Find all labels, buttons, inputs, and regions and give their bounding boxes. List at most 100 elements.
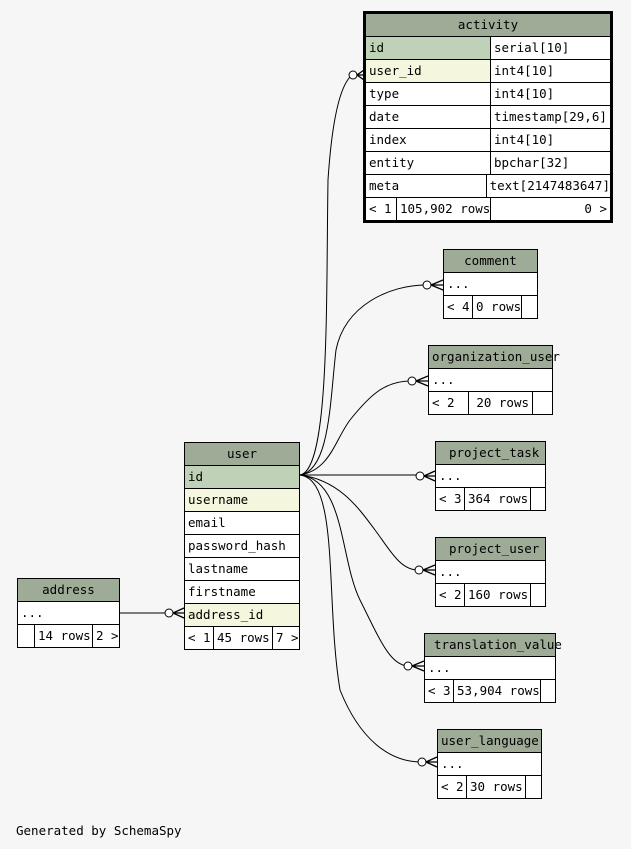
column-name: email	[188, 515, 226, 530]
column-row[interactable]: meta text[2147483647]	[366, 175, 610, 198]
edge-user-comment	[299, 284, 427, 476]
parents-link[interactable]: < 1	[369, 201, 392, 216]
table-header[interactable]: project_user	[436, 538, 545, 561]
row-count: 364 rows	[464, 488, 530, 510]
edge-end-circle	[422, 280, 432, 290]
crowfoot-icon	[356, 69, 365, 81]
children-link[interactable]	[540, 680, 555, 702]
table-footer: < 2 160 rows	[436, 584, 545, 606]
table-header[interactable]: comment	[444, 250, 537, 273]
table-header[interactable]: user_language	[438, 730, 541, 753]
column-type: int4[10]	[490, 129, 610, 151]
edge-user-activity	[299, 74, 353, 476]
children-link[interactable]	[521, 296, 537, 318]
column-name: id	[188, 469, 204, 484]
edge-user-user-language	[299, 474, 422, 763]
column-name: lastname	[188, 561, 249, 576]
columns-ellipsis: ...	[425, 657, 555, 680]
crowfoot-icon	[411, 660, 425, 672]
ellipsis-text: ...	[21, 605, 44, 620]
table-footer: < 1 45 rows 7 >	[185, 627, 299, 649]
table-project-task[interactable]: project_task ... < 3 364 rows	[435, 441, 546, 511]
column-name: meta	[369, 178, 400, 193]
parents-link[interactable]: < 2	[439, 587, 462, 602]
table-header[interactable]: translation_value	[425, 634, 562, 657]
ellipsis-text: ...	[439, 564, 462, 579]
table-header[interactable]: activity	[366, 14, 610, 37]
column-row[interactable]: date timestamp[29,6]	[366, 106, 610, 129]
edge-end-circle	[407, 376, 417, 386]
table-header[interactable]: address	[18, 579, 119, 602]
children-link[interactable]	[525, 776, 541, 798]
children-link[interactable]	[530, 488, 545, 510]
crowfoot-icon	[422, 564, 436, 576]
column-name: password_hash	[188, 538, 286, 553]
crowfoot-icon	[172, 607, 185, 619]
column-row[interactable]: address_id	[185, 604, 299, 627]
column-row[interactable]: entity bpchar[32]	[366, 152, 610, 175]
column-row[interactable]: lastname	[185, 558, 299, 581]
edge-end-circle	[415, 471, 425, 481]
crowfoot-icon	[423, 470, 436, 482]
edge-user-organization-user	[299, 380, 412, 476]
ellipsis-text: ...	[432, 372, 455, 387]
parents-link[interactable]: < 3	[428, 683, 451, 698]
row-count: 0 rows	[472, 296, 521, 318]
table-user[interactable]: user id username email password_hash las…	[184, 442, 300, 650]
table-user-language[interactable]: user_language ... < 2 30 rows	[437, 729, 542, 799]
table-comment[interactable]: comment ... < 4 0 rows	[443, 249, 538, 319]
column-row[interactable]: type int4[10]	[366, 83, 610, 106]
table-header[interactable]: user	[185, 443, 299, 466]
ellipsis-text: ...	[447, 276, 470, 291]
columns-ellipsis: ...	[18, 602, 119, 625]
crowfoot-icon	[415, 375, 429, 387]
column-row[interactable]: id	[185, 466, 299, 489]
ellipsis-text: ...	[441, 756, 464, 771]
table-footer: < 4 0 rows	[444, 296, 537, 318]
generated-by-label: Generated by SchemaSpy	[16, 823, 182, 838]
ellipsis-text: ...	[428, 660, 451, 675]
parents-link[interactable]	[18, 625, 34, 647]
table-header[interactable]: project_task	[436, 442, 545, 465]
parents-link[interactable]: < 2	[441, 779, 464, 794]
table-organization-user[interactable]: organization_user ... < 2 20 rows	[428, 345, 560, 415]
column-row[interactable]: password_hash	[185, 535, 299, 558]
children-link[interactable]: 0 >	[490, 198, 610, 220]
column-row[interactable]: user_id int4[10]	[366, 60, 610, 83]
columns-ellipsis: ...	[436, 465, 545, 488]
table-project-user[interactable]: project_user ... < 2 160 rows	[435, 537, 546, 607]
column-name: type	[369, 86, 400, 101]
table-footer: < 1 105,902 rows 0 >	[366, 198, 610, 220]
column-type: text[2147483647]	[485, 175, 610, 197]
table-activity[interactable]: activity id serial[10] user_id int4[10] …	[363, 11, 613, 223]
table-translation-value[interactable]: translation_value ... < 3 53,904 rows	[424, 633, 562, 703]
children-link[interactable]: 2 >	[92, 625, 119, 647]
children-link[interactable]: 7 >	[272, 627, 299, 649]
table-footer: < 3 364 rows	[436, 488, 545, 510]
columns-ellipsis: ...	[429, 369, 552, 392]
column-row[interactable]: username	[185, 489, 299, 512]
column-name: index	[369, 132, 407, 147]
table-address[interactable]: address ... 14 rows 2 >	[17, 578, 120, 648]
children-link[interactable]	[532, 392, 552, 414]
row-count: 53,904 rows	[453, 680, 540, 702]
row-count: 45 rows	[213, 627, 272, 649]
table-header[interactable]: organization_user	[429, 346, 560, 369]
parents-link[interactable]: < 2	[432, 395, 455, 410]
parents-link[interactable]: < 1	[188, 630, 211, 645]
columns-ellipsis: ...	[438, 753, 541, 776]
column-name: user_id	[366, 60, 490, 82]
parents-link[interactable]: < 3	[439, 491, 462, 506]
parents-link[interactable]: < 4	[447, 299, 470, 314]
column-name: date	[369, 109, 400, 124]
column-row[interactable]: firstname	[185, 581, 299, 604]
edge-user-project-user	[299, 474, 419, 571]
children-link[interactable]	[530, 584, 545, 606]
column-name: username	[188, 492, 249, 507]
column-row[interactable]: index int4[10]	[366, 129, 610, 152]
column-row[interactable]: id serial[10]	[366, 37, 610, 60]
edge-end-circle	[348, 70, 358, 80]
crowfoot-icon	[425, 756, 438, 768]
column-row[interactable]: email	[185, 512, 299, 535]
edge-end-circle	[164, 608, 174, 618]
